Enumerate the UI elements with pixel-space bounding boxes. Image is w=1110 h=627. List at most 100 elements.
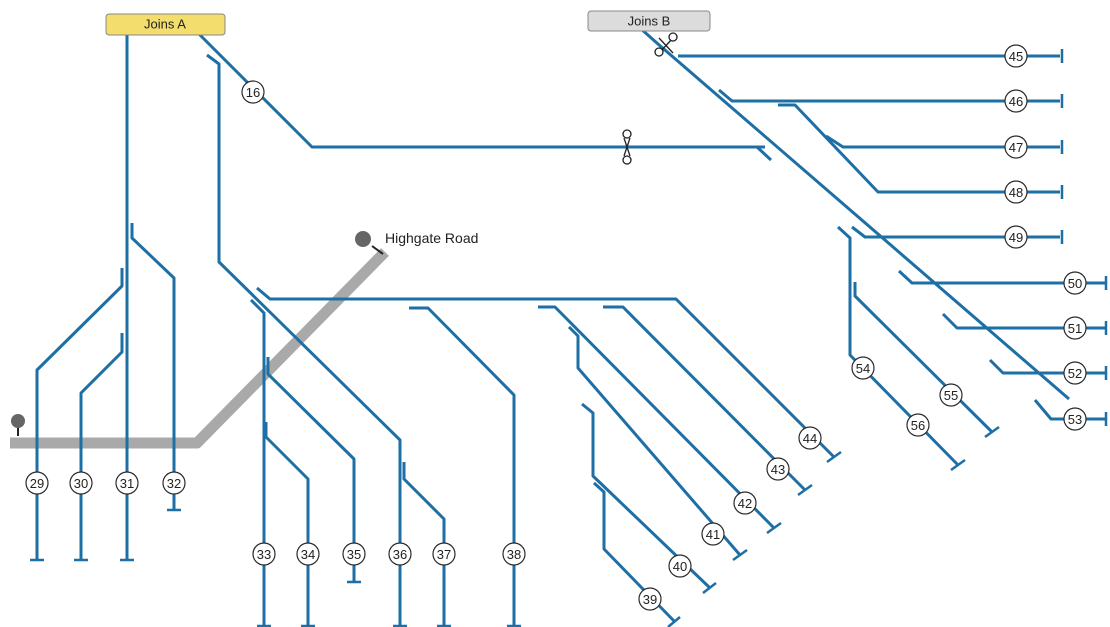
feeder-label-text: 33 <box>257 547 271 562</box>
feeder-label-text: 48 <box>1009 185 1023 200</box>
feeder-label-45: 45 <box>1004 44 1028 68</box>
feeder-label-35: 35 <box>342 542 366 566</box>
feeder-label-text: 52 <box>1068 366 1082 381</box>
feeder-label-circle <box>1004 89 1028 113</box>
feeder-label-circle <box>296 542 320 566</box>
feeder-label-text: 56 <box>911 418 925 433</box>
feeder-lines <box>35 26 1105 627</box>
feeder-label-34: 34 <box>296 542 320 566</box>
feeder-label-circle <box>1063 271 1087 295</box>
feeder-label-42: 42 <box>733 491 757 515</box>
feeder-label-text: 50 <box>1068 276 1082 291</box>
end-caps <box>30 49 1108 627</box>
road-label: Highgate Road <box>385 230 478 246</box>
feeder-label-circle <box>1004 225 1028 249</box>
feeder-label-circle <box>342 542 366 566</box>
highgate-road: Highgate Road <box>10 230 478 449</box>
feeder-label-circle <box>1004 180 1028 204</box>
feeder-label-48: 48 <box>1004 180 1028 204</box>
feeder-label-53: 53 <box>1063 407 1087 431</box>
feeder-label-circle <box>1004 135 1028 159</box>
feeder-label-text: 30 <box>74 476 88 491</box>
feeder-label-39: 39 <box>638 587 662 611</box>
feeder-label-text: 53 <box>1068 412 1082 427</box>
feeder-label-text: 32 <box>167 476 181 491</box>
feeder-label-33: 33 <box>252 542 276 566</box>
feeder-label-circle <box>798 426 822 450</box>
feeder-label-text: 41 <box>706 527 720 542</box>
feeder-label-text: 46 <box>1009 94 1023 109</box>
feeder-label-43: 43 <box>766 457 790 481</box>
feeder-label-31: 31 <box>115 471 139 495</box>
feeder-label-circle <box>733 491 757 515</box>
road-end-marker-left <box>11 414 25 428</box>
feeder-labels: 16 29 30 31 32 33 34 35 36 37 38 39 40 41 42 43 44 45 46 47… <box>25 44 1087 611</box>
feeder-label-47: 47 <box>1004 135 1028 159</box>
source-joins-a-label: Joins A <box>144 17 186 32</box>
feeder-label-text: 29 <box>30 476 44 491</box>
feeder-label-circle <box>162 471 186 495</box>
feeder-label-circle <box>241 80 265 104</box>
feeder-label-text: 39 <box>643 592 657 607</box>
feeder-label-text: 55 <box>944 388 958 403</box>
feeder-label-circle <box>766 457 790 481</box>
source-joins-b: Joins B <box>587 10 711 32</box>
feeder-label-49: 49 <box>1004 225 1028 249</box>
feeder-label-text: 43 <box>771 462 785 477</box>
feeder-label-circle <box>388 542 412 566</box>
source-joins-a: Joins A <box>105 13 226 36</box>
feeder-label-circle <box>1063 316 1087 340</box>
feeder-label-text: 54 <box>856 361 870 376</box>
feeder-label-circle <box>638 587 662 611</box>
switch-open-point-top <box>654 32 678 57</box>
feeder-label-44: 44 <box>798 426 822 450</box>
road-end-marker-right <box>355 231 371 247</box>
feeder-label-51: 51 <box>1063 316 1087 340</box>
feeder-label-circle <box>701 522 725 546</box>
feeder-label-circle <box>69 471 93 495</box>
feeder-label-circle <box>906 413 930 437</box>
feeder-label-circle <box>115 471 139 495</box>
feeder-label-text: 16 <box>246 85 260 100</box>
feeder-label-circle <box>939 383 963 407</box>
feeder-label-55: 55 <box>939 383 963 407</box>
feeder-label-text: 36 <box>393 547 407 562</box>
feeder-label-32: 32 <box>162 471 186 495</box>
feeder-label-text: 51 <box>1068 321 1082 336</box>
feeder-label-38: 38 <box>502 542 526 566</box>
feeder-label-text: 38 <box>507 547 521 562</box>
source-joins-b-label: Joins B <box>628 14 671 29</box>
feeder-label-text: 45 <box>1009 49 1023 64</box>
feeder-label-text: 34 <box>301 547 315 562</box>
feeder-label-text: 40 <box>673 559 687 574</box>
feeder-label-text: 35 <box>347 547 361 562</box>
feeder-label-56: 56 <box>906 413 930 437</box>
feeder-label-circle <box>1063 407 1087 431</box>
feeder-label-29: 29 <box>25 471 49 495</box>
feeder-label-text: 49 <box>1009 230 1023 245</box>
feeder-label-36: 36 <box>388 542 412 566</box>
feeder-label-text: 47 <box>1009 140 1023 155</box>
feeder-label-text: 42 <box>738 496 752 511</box>
switch-open-point-middle <box>622 129 632 165</box>
feeder-label-circle <box>668 554 692 578</box>
feeder-label-40: 40 <box>668 554 692 578</box>
feeder-label-circle <box>25 471 49 495</box>
feeder-label-30: 30 <box>69 471 93 495</box>
feeder-label-circle <box>851 356 875 380</box>
feeder-label-text: 37 <box>437 547 451 562</box>
feeder-label-16: 16 <box>241 80 265 104</box>
feeder-label-circle <box>502 542 526 566</box>
feeder-label-circle <box>1063 361 1087 385</box>
feeder-label-37: 37 <box>432 542 456 566</box>
feeder-label-circle <box>1004 44 1028 68</box>
feeder-label-text: 31 <box>120 476 134 491</box>
feeder-label-circle <box>432 542 456 566</box>
feeder-label-54: 54 <box>851 356 875 380</box>
feeder-label-41: 41 <box>701 522 725 546</box>
feeder-label-52: 52 <box>1063 361 1087 385</box>
feeder-label-text: 44 <box>803 431 817 446</box>
feeder-label-50: 50 <box>1063 271 1087 295</box>
feeder-label-46: 46 <box>1004 89 1028 113</box>
